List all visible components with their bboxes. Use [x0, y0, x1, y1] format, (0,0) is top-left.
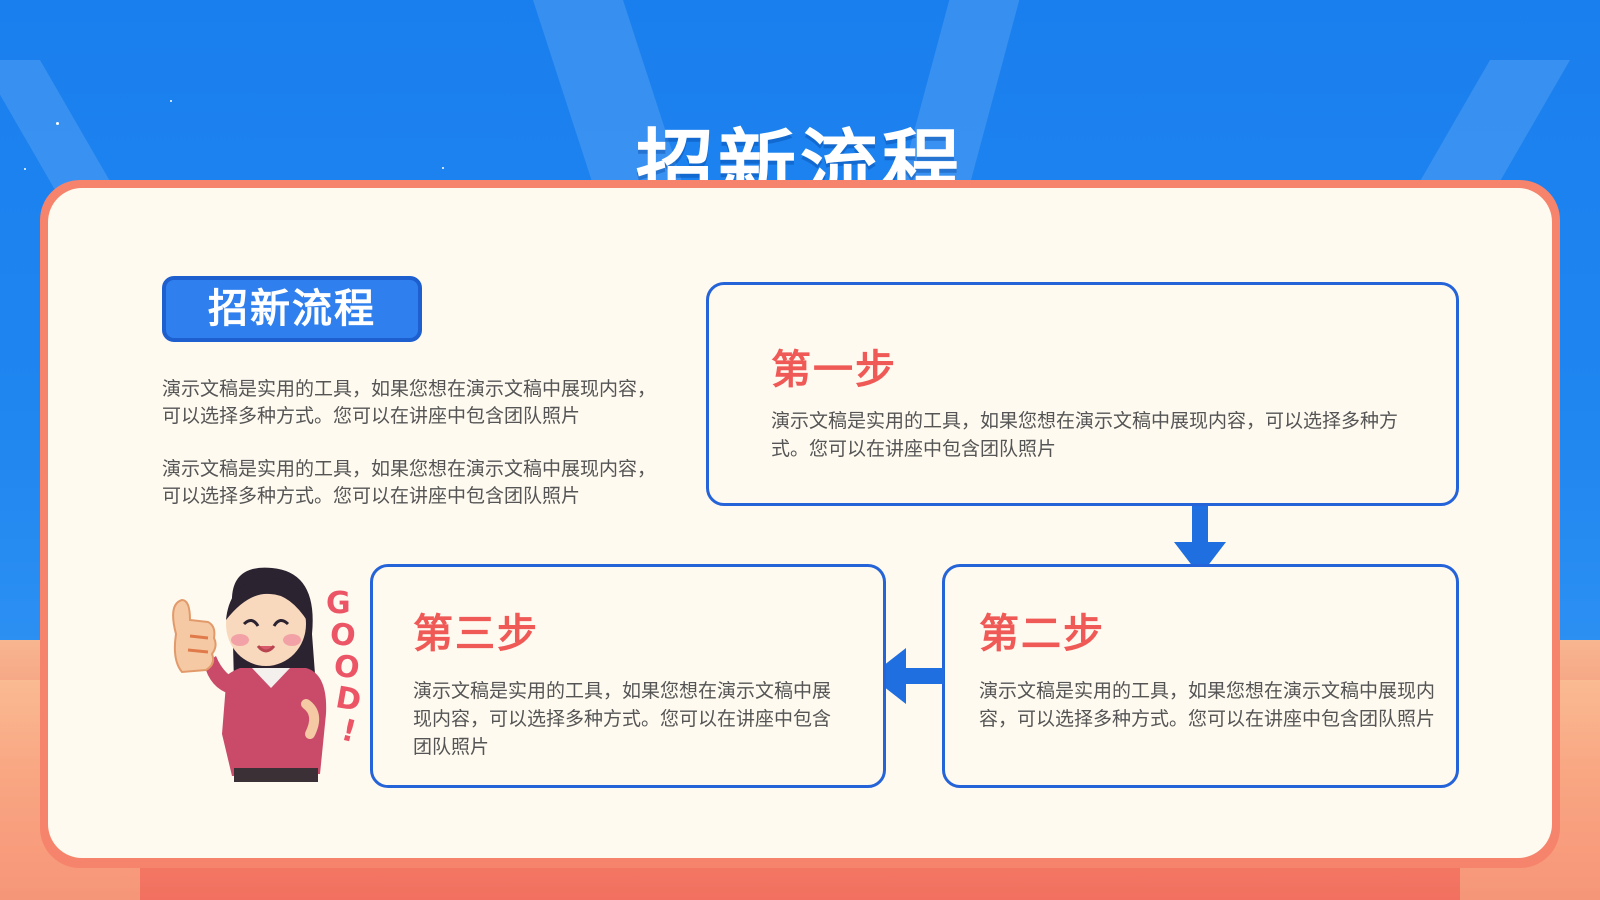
step-title: 第二步 [979, 611, 1105, 657]
arrow-down-icon [1174, 506, 1226, 576]
intro-paragraph: 演示文稿是实用的工具，如果您想在演示文稿中展现内容，可以选择多种方式。您可以在讲… [162, 378, 657, 427]
step-card-1: 第一步 演示文稿是实用的工具，如果您想在演示文稿中展现内容，可以选择多种方式。您… [706, 282, 1459, 506]
step-text: 演示文稿是实用的工具，如果您想在演示文稿中展现内容，可以选择多种方式。您可以在讲… [413, 680, 832, 758]
good-letter: G [326, 586, 351, 621]
thumbs-up-girl-icon [172, 567, 327, 782]
star-dot [170, 100, 172, 102]
step-text: 演示文稿是实用的工具，如果您想在演示文稿中展现内容，可以选择多种方式。您可以在讲… [771, 410, 1399, 460]
section-tag: 招新流程 [162, 276, 422, 342]
star-dot [56, 122, 59, 125]
star-dot [442, 167, 444, 169]
arrow-left-icon [870, 648, 944, 704]
intro-paragraph: 演示文稿是实用的工具，如果您想在演示文稿中展现内容，可以选择多种方式。您可以在讲… [162, 458, 657, 507]
step-text: 演示文稿是实用的工具，如果您想在演示文稿中展现内容，可以选择多种方式。您可以在讲… [979, 680, 1436, 730]
step-card-3: 第三步 演示文稿是实用的工具，如果您想在演示文稿中展现内容，可以选择多种方式。您… [370, 564, 886, 788]
step-title: 第三步 [413, 611, 539, 657]
step-card-2: 第二步 演示文稿是实用的工具，如果您想在演示文稿中展现内容，可以选择多种方式。您… [942, 564, 1459, 788]
star-dot [24, 168, 26, 170]
step-title: 第一步 [771, 347, 897, 393]
